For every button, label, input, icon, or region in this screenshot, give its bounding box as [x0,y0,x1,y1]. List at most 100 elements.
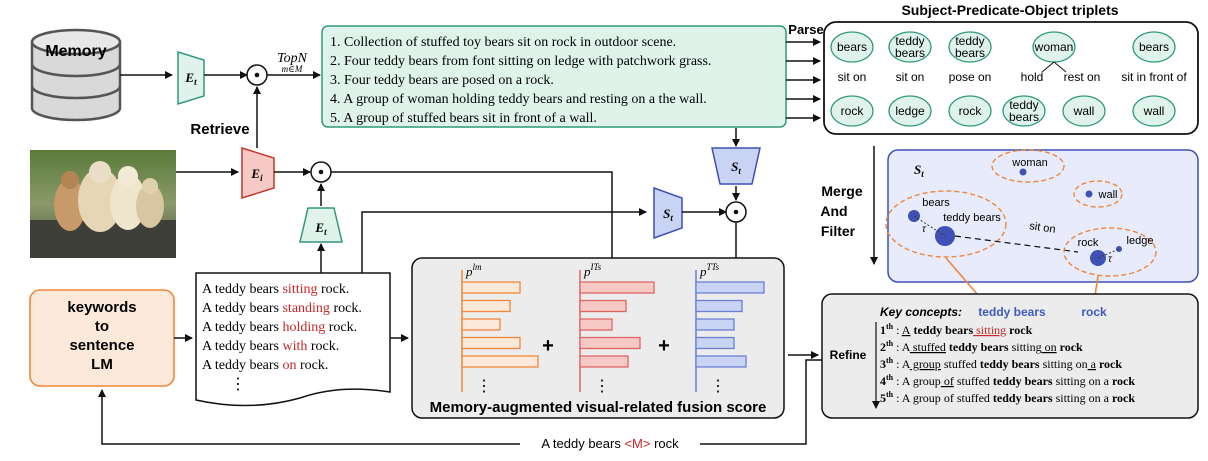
triplet-subject-label: teddy [955,34,984,48]
lm-line-2: to [95,318,109,335]
triplet-object [1132,95,1176,127]
triplet-subject-label: woman [1034,40,1074,54]
text-encoder-bottom: Et [299,207,343,243]
candidate-sentence: A teddy bears standing rock. [202,301,362,316]
candidate-sentence: A teddy bears holding rock. [202,320,357,335]
triplet-subject [1132,31,1176,63]
triplet-object [1062,95,1106,127]
triplet-predicate: sit in front of [1121,70,1187,84]
triplet-predicate: rest on [1064,70,1101,84]
p-tts-bar [695,355,747,368]
triplet-object-label: rock [841,104,865,118]
triplet-object-label: wall [1073,104,1095,118]
triplet-object-label: wall [1143,104,1165,118]
retrieved-sentence: 4. A group of woman holding teddy bears … [330,92,707,107]
feedback-label: A teddy bears <M> rock [541,436,679,451]
triplet-object-label: teddy [1009,98,1038,112]
triplet-object [1002,95,1046,127]
candidate-sentence: A teddy bears with rock. [202,339,339,354]
refined-sentence: 4th : A group of stuffed teddy bears sit… [880,373,1135,388]
p-tts-bar [695,318,735,331]
refined-sentence: 2th : A stuffed teddy bears sitting on r… [880,339,1083,354]
triplet-object [830,95,874,127]
triplet-subject-label: bears [837,40,867,54]
p-tts-ellipsis: ⋮ [710,378,726,395]
plus-sign: + [542,335,554,357]
node-ledge: ledge [1127,235,1154,247]
p-lm-bar [461,318,501,331]
candidate-ellipsis: ⋮ [230,376,246,393]
topn-label: TopN [277,51,308,66]
dot-product-node-middle [310,161,332,183]
input-image-teddy-bears [30,150,176,258]
p-its-bar [579,299,627,313]
p-lm-bar [461,281,521,294]
retrieved-sentences-box [321,25,787,128]
refine-box [821,293,1199,419]
svg-text:St: St [731,159,741,176]
svg-text:Et: Et [184,70,197,87]
p-tts-bar [695,281,765,294]
dot-product-node-right [725,201,747,223]
node-teddy-bears: teddy bears [943,212,1001,224]
node-wall: wall [1098,189,1118,201]
lm-line-1: keywords [67,299,136,316]
filter-label: Filter [821,223,856,239]
edge-sit-on: sit on [1029,220,1057,236]
triplet-subject [948,31,992,63]
p-its-bar [579,318,613,331]
p-tts-bar [695,299,743,313]
svg-text:Et: Et [314,220,327,237]
retrieved-sentence: 1. Collection of stuffed toy bears sit o… [330,35,676,50]
key-concept-teddy-bears: teddy bears [978,305,1046,319]
memory-database-icon [30,28,122,122]
refine-label: Refine [830,348,867,362]
merge-label: Merge [821,183,862,199]
p-its-label: pITs [583,262,602,279]
retrieved-sentence: 5. A group of stuffed bears sit in front… [330,111,597,126]
retrieved-sentence: 3. Four teddy bears are posed on a rock. [330,73,554,88]
node-rock: rock [1078,237,1099,249]
scene-text-encoder-top: St [711,147,761,185]
triplet-object [948,95,992,127]
triplet-object [888,95,932,127]
triplet-subject-label: bears [955,46,985,60]
candidate-sentences-document [195,272,391,407]
retrieve-label: Retrieve [190,121,249,138]
lm-line-4: LM [91,356,113,373]
triplets-title: Subject-Predicate-Object triplets [901,2,1118,18]
tau-right: τ [1108,254,1113,265]
key-concept-rock: rock [1081,305,1107,319]
triplet-subject [888,31,932,63]
triplet-subject-label: bears [895,46,925,60]
triplet-subject [830,31,874,63]
fusion-title: Memory-augmented visual-related fusion s… [430,399,767,416]
p-lm-bar [461,355,539,368]
retrieved-sentences: 1. Collection of stuffed toy bears sit o… [330,35,711,126]
memory-label: Memory [45,43,106,60]
p-tts-label: pTTs [699,262,720,279]
p-lm-bar [461,299,511,313]
text-encoder-top: Et [177,50,205,106]
triplet-predicate: pose on [949,70,992,84]
triplet-object-label: ledge [895,104,925,118]
p-lm-bar [461,336,521,350]
key-concepts-label: Key concepts: [880,305,962,319]
parse-label: Parse [788,22,823,37]
scene-graph: woman wall bears teddy bears τ sit on ro… [885,149,1157,277]
svg-text:St: St [663,206,673,223]
refined-sentence: 1th : A teddy bears sitting rock [880,322,1033,337]
image-encoder: Ei [241,146,275,200]
triplet-object-label: rock [959,104,983,118]
triplet-subject-label: bears [1139,40,1169,54]
node-bears: bears [922,197,950,209]
refined-sentence: 3th : A group stuffed teddy bears sittin… [880,356,1122,371]
topn-sub: m∈M [282,64,303,74]
tau-left: τ [922,224,927,235]
svg-text:Ei: Ei [250,166,263,183]
refined-sentence: 5th : A group of stuffed teddy bears sit… [880,390,1135,405]
retrieved-sentence: 2. Four teddy bears from font sitting on… [330,54,711,69]
and-label: And [820,203,847,219]
p-its-ellipsis: ⋮ [594,378,610,395]
